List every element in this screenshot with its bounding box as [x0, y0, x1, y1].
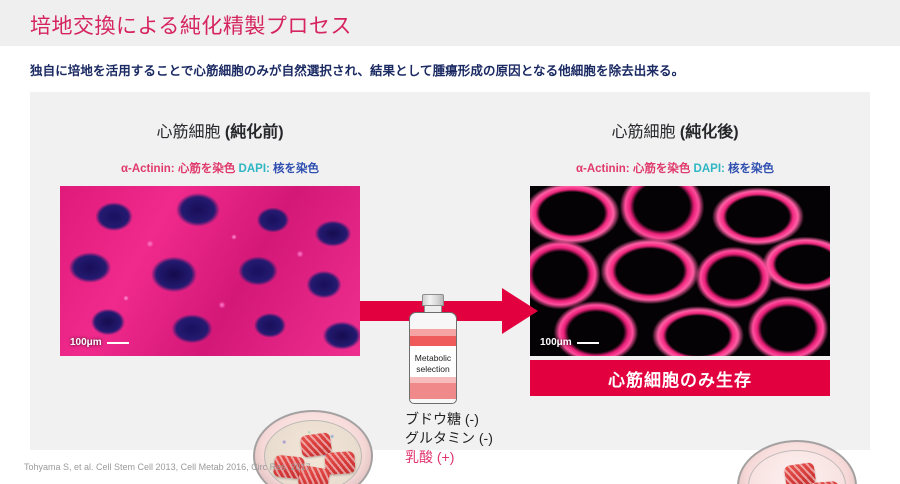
right-scale-bar-line	[576, 341, 599, 344]
bottle-cap	[422, 294, 444, 306]
micrograph-before: 100μm	[60, 186, 360, 356]
medium-bottle-icon: Metabolic selection	[405, 294, 461, 404]
right-stain-actinin-label: α-Actinin: 心筋を染色	[575, 163, 691, 175]
bottle-label-line2: selection	[416, 364, 450, 374]
medium-composition-list: ブドウ糖 (-) グルタミン (-) 乳酸 (+)	[405, 410, 555, 467]
micrograph-after-network	[530, 186, 830, 356]
left-stain-dapi-label: DAPI:	[238, 163, 270, 175]
micrograph-before-field	[60, 186, 360, 356]
left-scale-bar-text: 100μm	[70, 337, 102, 348]
left-column-title: 心筋細胞 (純化前)	[55, 118, 385, 142]
bottle-liquid-band-lower	[410, 377, 456, 383]
medium-composition-item: 乳酸 (+)	[405, 449, 455, 466]
medium-composition-item: グルタミン (-)	[405, 430, 493, 447]
page-subtitle: 独自に培地を活用することで心筋細胞のみが自然選択され、結果として腫瘍形成の原因と…	[30, 64, 685, 78]
citation-footer: Tohyama S, et al. Cell Stem Cell 2013, C…	[24, 462, 311, 472]
bottle-label: Metabolic selection	[410, 346, 456, 382]
header-band	[0, 0, 900, 46]
medium-composition-item: ブドウ糖 (-)	[405, 411, 479, 427]
bottle-body: Metabolic selection	[409, 312, 457, 404]
left-column-title-text: 心筋細胞	[156, 124, 225, 141]
right-column-title: 心筋細胞 (純化後)	[510, 118, 840, 142]
right-stain-legend: α-Actinin: 心筋を染色 DAPI: 核を染色	[510, 160, 840, 176]
right-stain-dapi-label: DAPI:	[693, 163, 725, 175]
right-column-title-text: 心筋細胞	[611, 124, 680, 141]
left-column-title-emphasis: (純化前)	[224, 124, 284, 141]
petri-dish-before-icon	[253, 410, 373, 484]
petri-dish-after-icon	[737, 440, 857, 484]
right-stain-dapi-text: 核を染色	[724, 163, 775, 175]
bottle-liquid-band-upper	[410, 336, 456, 346]
survival-banner: 心筋細胞のみ生存	[530, 360, 830, 396]
right-scale-bar: 100μm	[540, 337, 599, 348]
left-stain-legend: α-Actinin: 心筋を染色 DAPI: 核を染色	[55, 160, 385, 176]
right-scale-bar-text: 100μm	[540, 337, 572, 348]
bottle-liquid-band-top	[410, 329, 456, 336]
page-title: 培地交換による純化精製プロセス	[30, 15, 352, 38]
left-scale-bar-line	[106, 341, 129, 344]
petri-dish-before-culture	[263, 420, 363, 484]
cardiomyocyte-cluster	[784, 461, 817, 484]
micrograph-after: 100μm	[530, 186, 830, 356]
bottle-liquid-band-bottom	[410, 383, 456, 399]
left-scale-bar: 100μm	[70, 337, 129, 348]
left-stain-dapi-text: 核を染色	[269, 163, 320, 175]
content-panel: 心筋細胞 (純化前) α-Actinin: 心筋を染色 DAPI: 核を染色 1…	[30, 92, 870, 484]
left-stain-actinin-label: α-Actinin: 心筋を染色	[120, 163, 236, 175]
bottle-neck	[424, 306, 442, 314]
bottle-label-line1: Metabolic	[414, 353, 452, 364]
process-arrow-head	[502, 288, 538, 334]
right-column-title-emphasis: (純化後)	[679, 124, 739, 141]
